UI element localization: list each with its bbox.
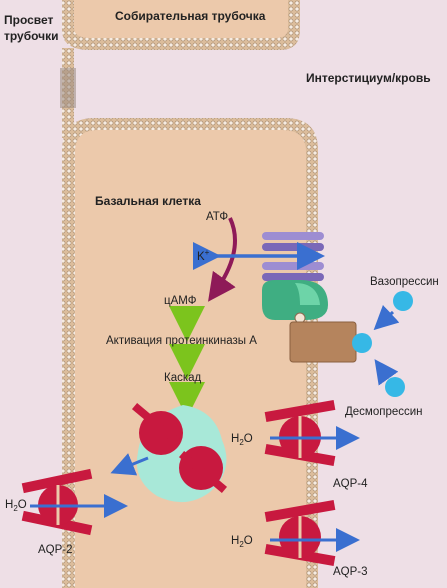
potassium-label: K+ xyxy=(197,248,210,263)
upper-cell xyxy=(62,0,300,50)
lumen-label-line2: трубочки xyxy=(4,29,59,43)
basal-cell-label: Базальная клетка xyxy=(95,194,201,208)
aqp3-label: AQP-3 xyxy=(333,566,368,578)
aqp3-water-label: H2O xyxy=(231,535,253,549)
desmopressin-molecule xyxy=(374,359,405,397)
lumen-label-line1: Просвет xyxy=(4,13,54,27)
vasopressin-label: Вазопрессин xyxy=(370,276,439,288)
pka-label: Активация протеинкиназы А xyxy=(106,335,257,347)
junction xyxy=(60,48,76,138)
bound-ligand xyxy=(352,333,372,353)
atp-label: АТФ xyxy=(206,211,228,223)
vasopressin-molecule xyxy=(373,291,413,331)
g-protein xyxy=(262,280,328,324)
aqp2-vesicle xyxy=(131,402,228,503)
aqp3-channel xyxy=(264,499,336,567)
vesicle-to-membrane-arrow xyxy=(110,453,149,476)
cascade-label: Каскад xyxy=(164,372,202,384)
collecting-duct-label: Собирательная трубочка xyxy=(115,9,266,23)
aqp4-water-label: H2O xyxy=(231,433,253,447)
interstitium-label: Интерстициум/кровь xyxy=(306,71,431,85)
aqp2-water-label: H2O xyxy=(5,499,27,513)
aqp2-label: AQP-2 xyxy=(38,544,73,556)
desmopressin-label: Десмопрессин xyxy=(345,406,423,418)
receptor xyxy=(289,321,357,363)
aqp4-label: AQP-4 xyxy=(333,478,368,490)
camp-label: цАМФ xyxy=(164,295,197,307)
